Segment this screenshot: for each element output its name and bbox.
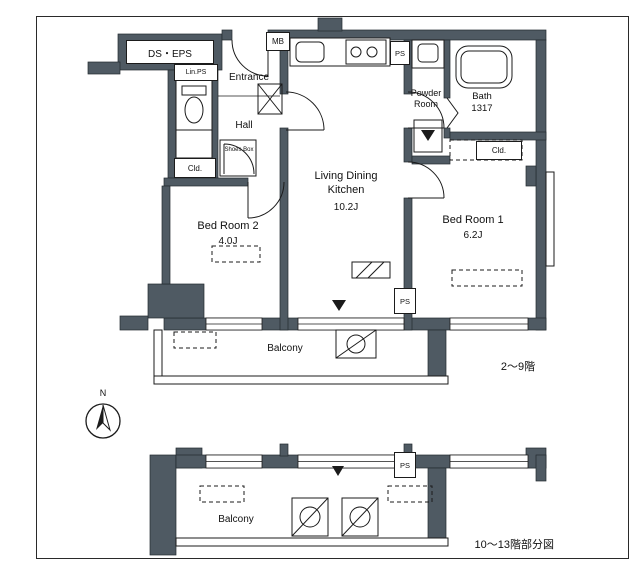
markers-layer [332, 300, 346, 476]
kitchen-counter [289, 37, 391, 67]
outdoor-unit [291, 497, 329, 537]
balcony-label-partial: Balcony [218, 514, 254, 525]
mb-label: MB [266, 32, 290, 51]
ldk-door [285, 91, 325, 131]
compass-north-label: N [99, 388, 107, 398]
closet-label-left: Cld. [174, 158, 216, 178]
powder-door [407, 91, 445, 129]
outdoor-unit [341, 497, 379, 537]
fixtures-layer [181, 37, 513, 537]
hall-label: Hall [235, 120, 253, 131]
ds-eps-label: DS・EPS [126, 40, 214, 64]
ps-label-partial: PS [394, 452, 416, 478]
partial-plan-caption: 10〜13階部分図 [474, 539, 554, 551]
walls-layer [87, 17, 547, 556]
lin-ps-label: Lin.PS [174, 64, 218, 81]
bedroom2-size: 4.0J [218, 236, 238, 247]
bedroom2-door [247, 181, 285, 219]
outdoor-unit [335, 329, 377, 359]
ldk-name-2: Kitchen [327, 184, 365, 196]
shoes-door [223, 143, 255, 175]
bedroom1-name: Bed Room 1 [442, 214, 504, 226]
toilet-tank [181, 85, 207, 96]
ldk-size: 10.2J [333, 202, 359, 213]
bedroom1-size: 6.2J [463, 230, 483, 241]
kitchen-sink [295, 41, 325, 63]
compass-icon [85, 403, 121, 439]
bath-size-label: 1317 [471, 103, 493, 114]
structures-layer [153, 79, 555, 547]
ldk-counter [351, 261, 391, 279]
windows-layer [205, 317, 529, 469]
triangle-marker [332, 300, 346, 311]
ldk-name-1: Living Dining [314, 170, 378, 182]
ps-label-mid: PS [394, 288, 416, 314]
entrance-door [231, 39, 269, 77]
closet-label-right: Cld. [476, 141, 522, 160]
bedroom1-door [407, 161, 445, 199]
dashed-layer [173, 139, 523, 503]
powder-room-label-2: Room [413, 99, 438, 109]
powder-room-label-1: Powder [410, 88, 442, 98]
bathtub [455, 45, 513, 89]
shoes-cabinet [219, 139, 257, 177]
washbasin [411, 39, 445, 69]
bedroom2-name: Bed Room 2 [197, 220, 259, 232]
shoes-box-label: Shoes Box [224, 147, 254, 153]
toilet-bowl [184, 96, 204, 124]
bath-label: Bath [472, 91, 492, 102]
fixture-box [257, 83, 283, 115]
ps-label-top: PS [390, 41, 410, 65]
triangle-marker [332, 466, 344, 476]
balcony-label-main: Balcony [267, 343, 303, 354]
bath-folding-door [446, 97, 459, 129]
entrance-label: Entrance [228, 72, 270, 83]
outer-border [36, 16, 629, 559]
floor-range-label: 2〜9階 [500, 361, 536, 373]
stove [345, 39, 387, 65]
